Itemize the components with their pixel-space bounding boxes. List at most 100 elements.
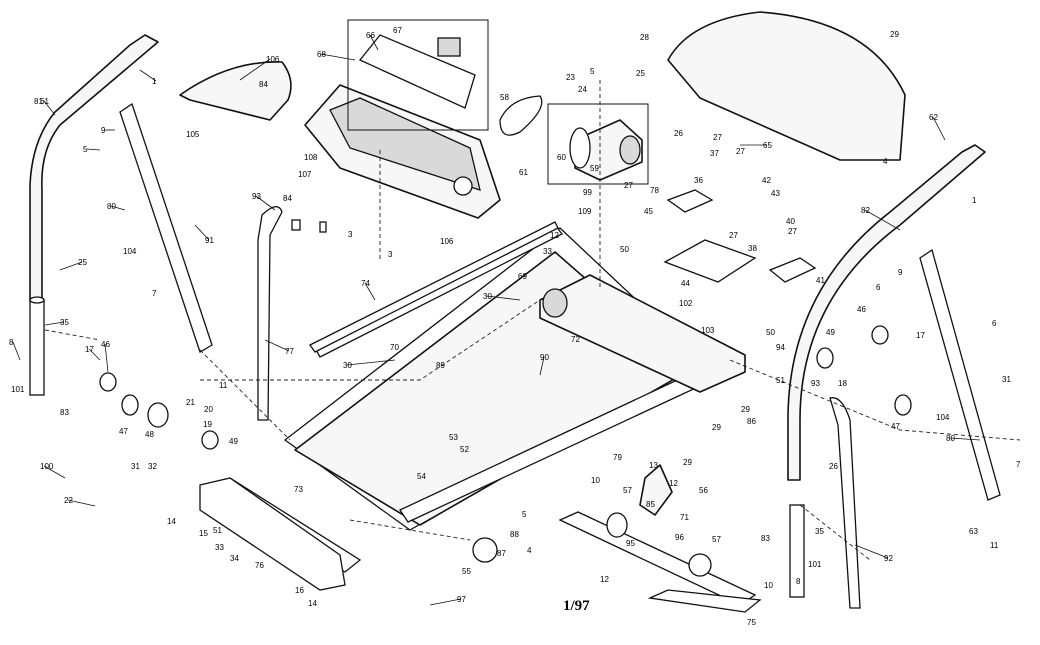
wheel-right [688,553,712,577]
leader-line [949,437,981,441]
motor-hood [667,11,906,161]
callout-number: 24 [578,85,587,94]
callout-number: 74 [361,279,370,288]
guide-3 [729,359,1021,441]
left-upright-tube [29,34,159,301]
callout-number: 34 [230,554,239,563]
callout-number: 21 [186,398,195,407]
left-pulley [121,394,139,416]
callout-number: 27 [736,147,745,156]
callout-number: 104 [936,413,950,422]
callout-number: 29 [712,423,721,432]
leader-line [239,58,271,81]
callout-number: 76 [255,561,264,570]
console-knob [453,176,473,196]
callout-number: 56 [699,486,708,495]
callout-number: 49 [229,437,238,446]
callout-number: 85 [646,500,655,509]
callout-number: 31 [1002,375,1011,384]
callout-number: 51 [776,376,785,385]
overlay-inset-box [347,19,489,131]
callout-number: 57 [712,535,721,544]
callout-number: 5 [522,510,527,519]
leader-line [59,261,83,271]
left-hood [179,61,292,121]
left-pulley-end [201,430,219,450]
incline-frame-lower [647,589,762,613]
callout-number: 81 [34,97,43,106]
callout-number: 79 [613,453,622,462]
leader-line [864,209,901,231]
callout-number: 7 [152,289,157,298]
callout-number: 57 [623,486,632,495]
callout-number: 62 [929,113,938,122]
callout-number: 68 [317,50,326,59]
callout-number: 30 [483,292,492,301]
callout-number: 45 [644,207,653,216]
callout-number: 83 [761,534,770,543]
callout-number: 42 [762,176,771,185]
incline-motor [639,464,673,516]
console-overlay [358,34,476,109]
callout-number: 28 [640,33,649,42]
callout-number: 25 [78,258,87,267]
left-base-tube-end [29,296,45,304]
callout-number: 46 [101,340,110,349]
callout-number: 89 [436,361,445,370]
callout-number: 23 [566,73,575,82]
callout-number: 41 [816,276,825,285]
leader-line [12,341,21,361]
callout-number: 16 [295,586,304,595]
callout-number: 11 [219,381,228,390]
rear-end-plate [199,477,346,591]
callout-number: 96 [675,533,684,542]
callout-number: 20 [204,405,213,414]
callout-number: 78 [650,186,659,195]
terminal-block [768,257,817,283]
callout-number: 51 [213,526,222,535]
leader-line [429,598,462,606]
callout-number: 12 [600,575,609,584]
callout-number: 32 [148,462,157,471]
callout-number: 8 [796,577,801,586]
callout-number: 80 [946,434,955,443]
callout-number: 63 [969,527,978,536]
callout-number: 1 [152,77,157,86]
leader-line [320,53,356,61]
callout-number: 31 [131,462,140,471]
callout-number: 50 [620,245,629,254]
callout-number: 94 [776,343,785,352]
callout-number: 49 [826,328,835,337]
guide-2 [200,299,541,381]
right-bracket-cap [871,325,889,345]
right-handrail [919,248,1001,501]
callout-number: 9 [898,268,903,277]
callout-number: 5 [590,67,595,76]
callout-number: 6 [992,319,997,328]
controller-board [663,239,757,283]
callout-number: 73 [294,485,303,494]
front-roller-end [542,288,568,318]
callout-number: 80 [107,202,116,211]
callout-number: 107 [298,170,312,179]
callout-number: 50 [766,328,775,337]
guide-1 [199,349,291,441]
leader-line [86,148,101,151]
callout-number: 19 [203,420,212,429]
callout-number: 10 [764,581,773,590]
callout-number: 27 [729,231,738,240]
callout-number: 48 [145,430,154,439]
callout-number: 66 [366,31,375,40]
callout-number: 71 [680,513,689,522]
callout-number: 77 [285,347,294,356]
callout-number: 90 [540,353,549,362]
callout-number: 5 [83,145,88,154]
callout-number: 95 [626,539,635,548]
callout-number: 33 [543,247,552,256]
callout-number: 47 [891,422,900,431]
wheel-left [472,537,498,563]
callout-number: 3 [348,230,353,239]
callout-number: 22 [64,496,73,505]
parts-drawing [29,11,1021,613]
right-base-tube [789,504,805,598]
